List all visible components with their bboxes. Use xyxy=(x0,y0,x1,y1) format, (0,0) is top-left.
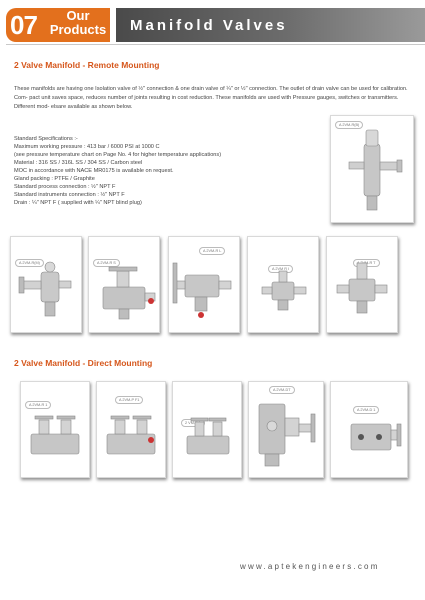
spec-item: Material : 316 SS / 316L SS / 304 SS / C… xyxy=(14,160,143,166)
spec-item: Maximum working pressure : 413 bar / 600… xyxy=(14,144,160,150)
manifold-valve-vertical-icon xyxy=(348,129,403,211)
spec-item: Drain : ¼" NPT F ( supplied with ¼" NPT … xyxy=(14,200,142,206)
manifold-block-icon xyxy=(186,417,230,455)
product-card: A 2VM-R(B) xyxy=(330,115,414,223)
spec-item: Gland packing : PTFE / Graphite xyxy=(14,176,95,182)
manifold-block-icon xyxy=(106,415,156,455)
product-code: A 2VM-R(M) xyxy=(15,259,44,267)
manifold-block-icon xyxy=(350,423,402,451)
product-code: A 2VM-P F1 xyxy=(115,396,144,404)
product-card: 2 VM-P 1 xyxy=(172,381,242,478)
spec-item: Standard Specifications :- xyxy=(14,136,78,142)
product-card: A 2VM R I xyxy=(247,236,319,333)
spec-item: Standard process connection : ½" NPT F xyxy=(14,184,116,190)
website-url: www.aptekengineers.com xyxy=(240,562,380,571)
manifold-valve-compact-icon xyxy=(261,270,307,311)
product-card: A 2VM-D 1 xyxy=(330,381,408,478)
spec-item: MOC in accordance with NACE MR0175 is av… xyxy=(14,168,174,174)
product-card: A 2VM-R S xyxy=(88,236,160,333)
section-number-tab xyxy=(6,8,110,42)
specifications-list: Standard Specifications :- Maximum worki… xyxy=(14,135,314,207)
product-card: A 2VM-R 1 xyxy=(20,381,90,478)
spec-item: Standard instruments connection : ½" NPT… xyxy=(14,192,125,198)
header-divider xyxy=(6,44,425,45)
manifold-block-icon xyxy=(30,415,80,455)
product-code: A 2VM-R 1 xyxy=(25,401,52,409)
manifold-valve-long-icon xyxy=(172,262,232,318)
manifold-valve-block-icon xyxy=(102,266,156,320)
product-code: A 2VM-DT xyxy=(269,386,295,394)
product-card: A 2VM-DT xyxy=(248,381,324,478)
manifold-valve-tee-icon xyxy=(336,262,388,314)
manifold-valve-angled-icon xyxy=(18,261,72,317)
product-card: A 2VM-P F1 xyxy=(96,381,166,478)
title-banner xyxy=(116,8,425,42)
product-code: A 2VM-R(B) xyxy=(335,121,364,129)
manifold-flanged-icon xyxy=(258,403,316,467)
page-title: Manifold Valves xyxy=(130,17,288,34)
section-number: 07 xyxy=(10,10,38,40)
spec-item: (see pressure temperature chart on Page … xyxy=(14,152,222,158)
section-title-remote: 2 Valve Manifold - Remote Mounting xyxy=(14,60,160,70)
product-card: A 2VM-R L xyxy=(168,236,240,333)
section-title-direct: 2 Valve Manifold - Direct Mounting xyxy=(14,358,153,368)
section-subtitle: Our Products xyxy=(49,8,107,37)
product-card: A 2VM-R(M) xyxy=(10,236,82,333)
product-code: A 2VM-R S xyxy=(93,259,120,267)
page-header: 07 Our Products Manifold Valves xyxy=(0,0,425,46)
product-card: A 2VM-R T xyxy=(326,236,398,333)
product-code: A 2VM-R L xyxy=(199,247,226,255)
product-code: A 2VM-D 1 xyxy=(353,406,380,414)
intro-paragraph: These manifolds are having one Isolation… xyxy=(14,86,408,110)
